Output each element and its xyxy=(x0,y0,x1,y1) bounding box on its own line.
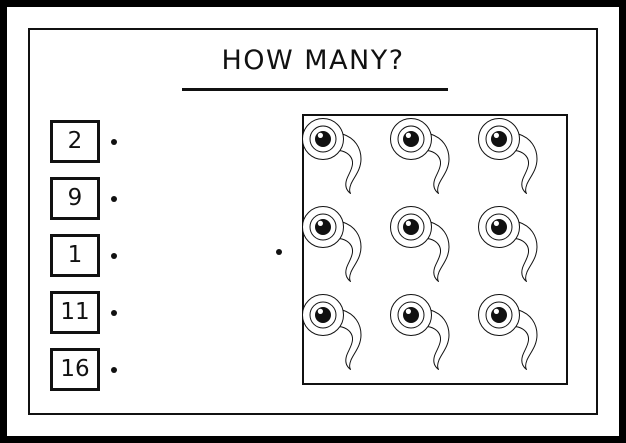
eyeball-creature xyxy=(299,206,379,286)
option-box-3[interactable]: 1 xyxy=(50,234,100,277)
option-box-4[interactable]: 11 xyxy=(50,291,100,334)
eyeball-creature xyxy=(475,294,555,374)
eyeball-creature xyxy=(475,118,555,198)
eyeball-creature xyxy=(387,118,467,198)
option-row[interactable]: 11 xyxy=(50,291,170,334)
option-box-1[interactable]: 2 xyxy=(50,120,100,163)
option-box-5[interactable]: 16 xyxy=(50,348,100,391)
eyeball-creature xyxy=(475,206,555,286)
eyeball-creature xyxy=(299,118,379,198)
illustration-connector-dot[interactable] xyxy=(276,249,282,255)
title-underline xyxy=(182,88,448,91)
option-connector-dot-1[interactable] xyxy=(111,138,117,145)
eyeball-creature xyxy=(387,294,467,374)
option-row[interactable]: 2 xyxy=(50,120,170,163)
eyeball-creature-grid xyxy=(302,116,566,383)
option-row[interactable]: 9 xyxy=(50,177,170,220)
option-row[interactable]: 1 xyxy=(50,234,170,277)
answer-options-list: 2 9 1 11 16 xyxy=(50,120,170,405)
option-connector-dot-3[interactable] xyxy=(111,252,117,259)
eyeball-creature xyxy=(387,206,467,286)
eyeball-creature xyxy=(299,294,379,374)
illustration-panel xyxy=(302,114,568,385)
option-row[interactable]: 16 xyxy=(50,348,170,391)
inner-frame-border xyxy=(28,28,598,415)
page-title: HOW MANY? xyxy=(221,45,405,76)
option-connector-dot-4[interactable] xyxy=(111,309,117,316)
option-connector-dot-2[interactable] xyxy=(111,195,117,202)
option-connector-dot-5[interactable] xyxy=(111,366,117,373)
option-box-2[interactable]: 9 xyxy=(50,177,100,220)
